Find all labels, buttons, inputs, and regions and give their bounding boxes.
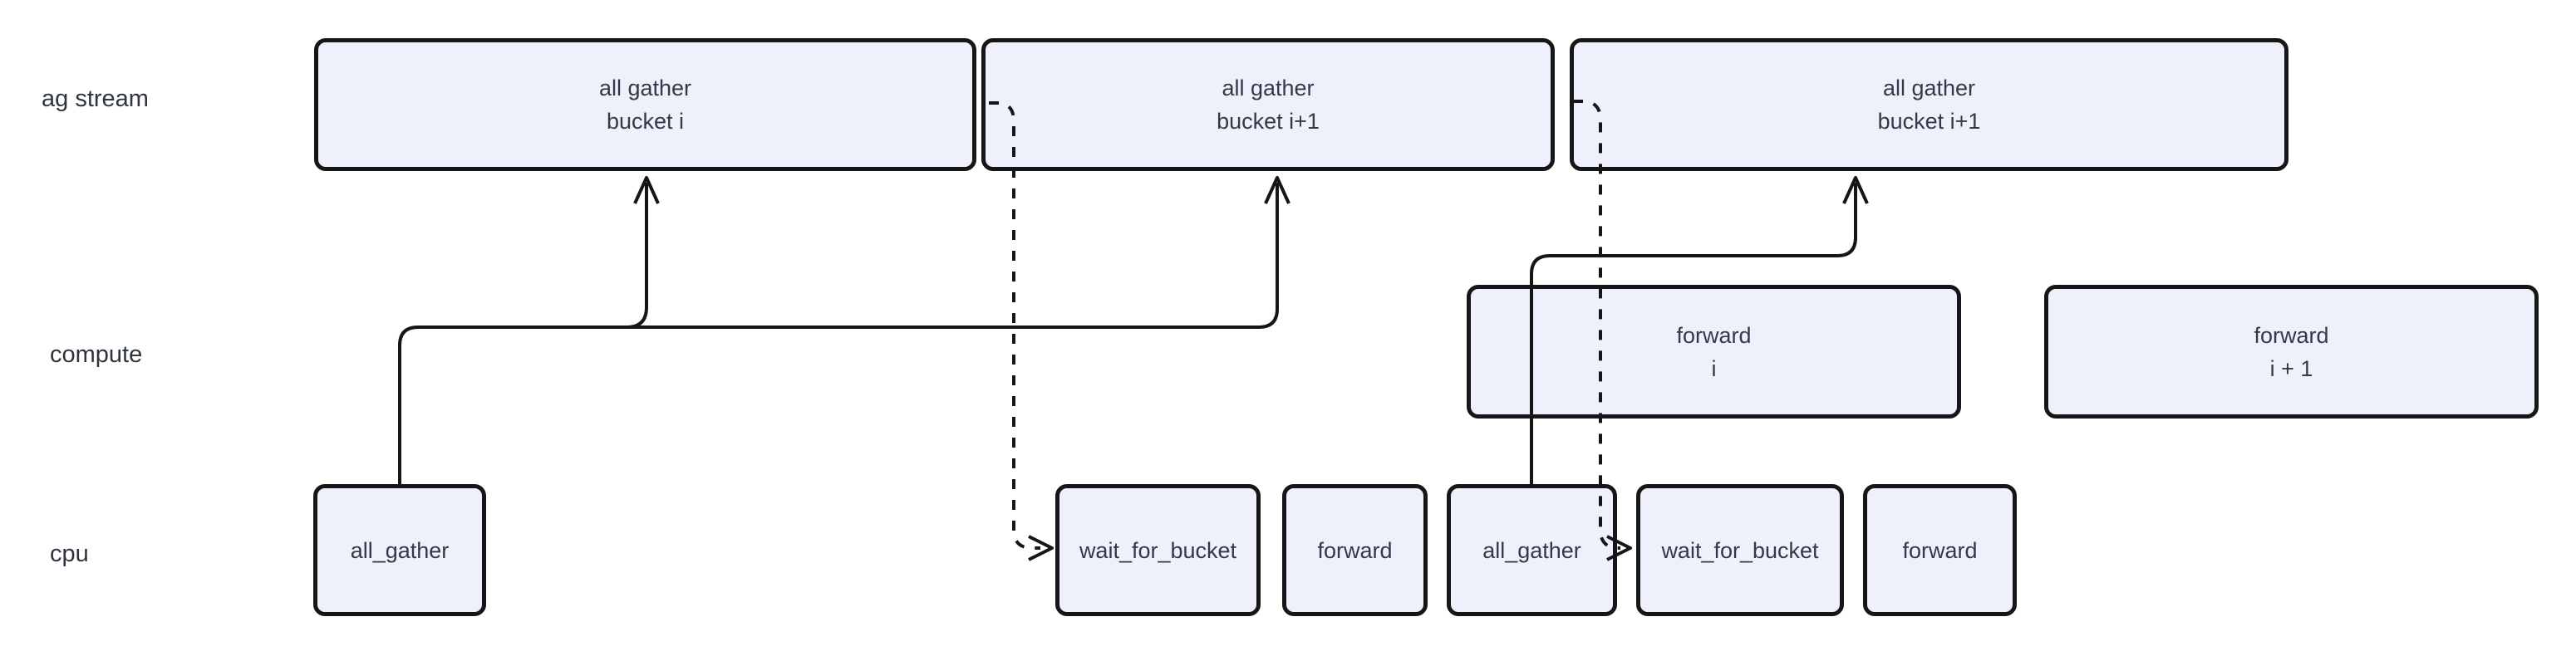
node-forward-i1-line1: forward <box>2254 322 2329 348</box>
node-cpu-forward-2: forward <box>1863 484 2017 616</box>
node-ag-bucket-i1-second: all gather bucket i+1 <box>1570 38 2288 171</box>
node-cpu-wait-for-bucket-2-label: wait_for_bucket <box>1661 537 1819 563</box>
solid-arrow-allgather1-to-ag-stream <box>398 176 1290 484</box>
node-forward-i-line2: i <box>1711 355 1717 381</box>
node-forward-i: forward i <box>1467 285 1961 419</box>
node-cpu-forward-1-label: forward <box>1317 537 1393 563</box>
row-label-ag-stream: ag stream <box>42 86 149 112</box>
node-ag-bucket-i-line2: bucket i <box>606 109 685 134</box>
node-forward-i-line1: forward <box>1676 322 1752 348</box>
node-ag-bucket-i1-first-line2: bucket i+1 <box>1217 109 1320 134</box>
node-cpu-all-gather-1-label: all_gather <box>350 537 450 563</box>
node-cpu-wait-for-bucket-2: wait_for_bucket <box>1636 484 1844 616</box>
node-forward-i1: forward i + 1 <box>2044 285 2539 419</box>
node-ag-bucket-i-line1: all gather <box>598 76 692 100</box>
node-cpu-all-gather-2: all_gather <box>1447 484 1617 616</box>
node-forward-i1-line2: i + 1 <box>2269 355 2313 381</box>
node-ag-bucket-i1-first: all gather bucket i+1 <box>981 38 1555 171</box>
row-label-compute: compute <box>50 341 143 368</box>
node-ag-bucket-i1-second-line2: bucket i+1 <box>1877 109 1981 134</box>
node-ag-bucket-i1-first-line1: all gather <box>1222 76 1315 100</box>
node-cpu-forward-2-label: forward <box>1902 537 1978 563</box>
row-label-cpu: cpu <box>50 541 89 567</box>
node-ag-bucket-i: all gather bucket i <box>314 38 976 171</box>
node-cpu-forward-1: forward <box>1282 484 1428 616</box>
node-ag-bucket-i1-second-line1: all gather <box>1882 76 1976 100</box>
dashed-arrow-bucket-i1-to-wait1 <box>989 101 1054 561</box>
node-cpu-all-gather-1: all_gather <box>313 484 486 616</box>
solid-arrow-branch-to-bucket-i <box>626 183 648 329</box>
node-cpu-wait-for-bucket-1-label: wait_for_bucket <box>1079 537 1237 563</box>
node-cpu-all-gather-2-label: all_gather <box>1482 537 1581 563</box>
node-cpu-wait-for-bucket-1: wait_for_bucket <box>1055 484 1261 616</box>
